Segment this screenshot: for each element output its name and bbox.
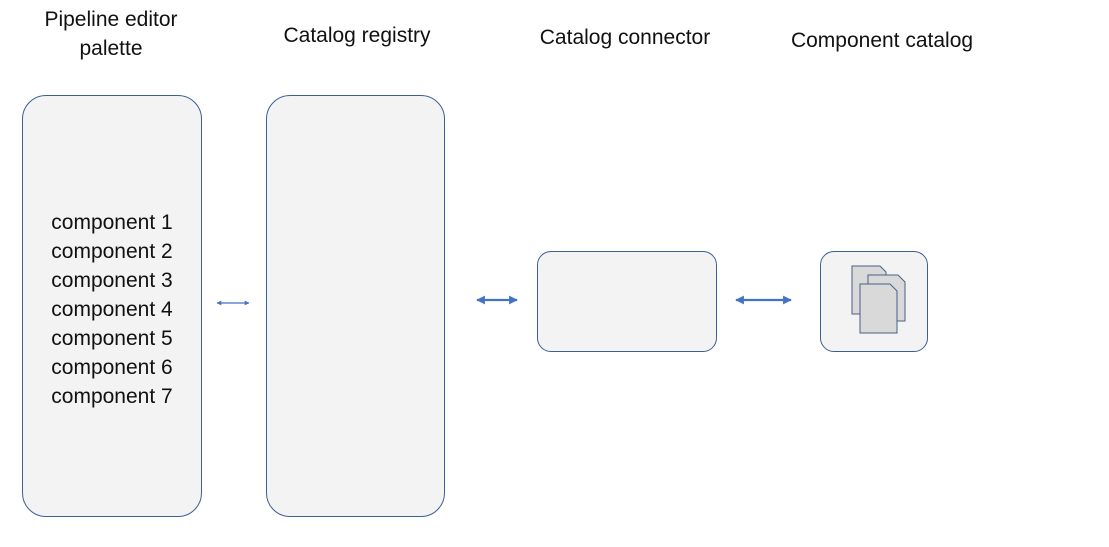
component-item: component 5 [51,327,173,350]
component-item: component 4 [51,298,173,321]
component-item: component 2 [51,240,173,263]
connector-box [537,251,717,352]
palette-heading-line-1: Pipeline editor [44,8,178,31]
component-list: component 1 component 2 component 3 comp… [23,208,201,411]
documents-icon [851,265,906,334]
registry-box [266,95,445,517]
catalog-heading: Component catalog [790,29,974,52]
component-item: component 3 [51,269,173,292]
registry-heading: Catalog registry [283,24,431,47]
palette-heading: Pipeline editor palette [20,5,202,63]
palette-box: component 1 component 2 component 3 comp… [22,95,202,517]
component-item: component 6 [51,356,173,379]
connector-heading: Catalog connector [539,26,711,49]
palette-heading-line-2: palette [79,37,143,60]
component-item: component 7 [51,385,173,408]
component-item: component 1 [51,211,173,234]
